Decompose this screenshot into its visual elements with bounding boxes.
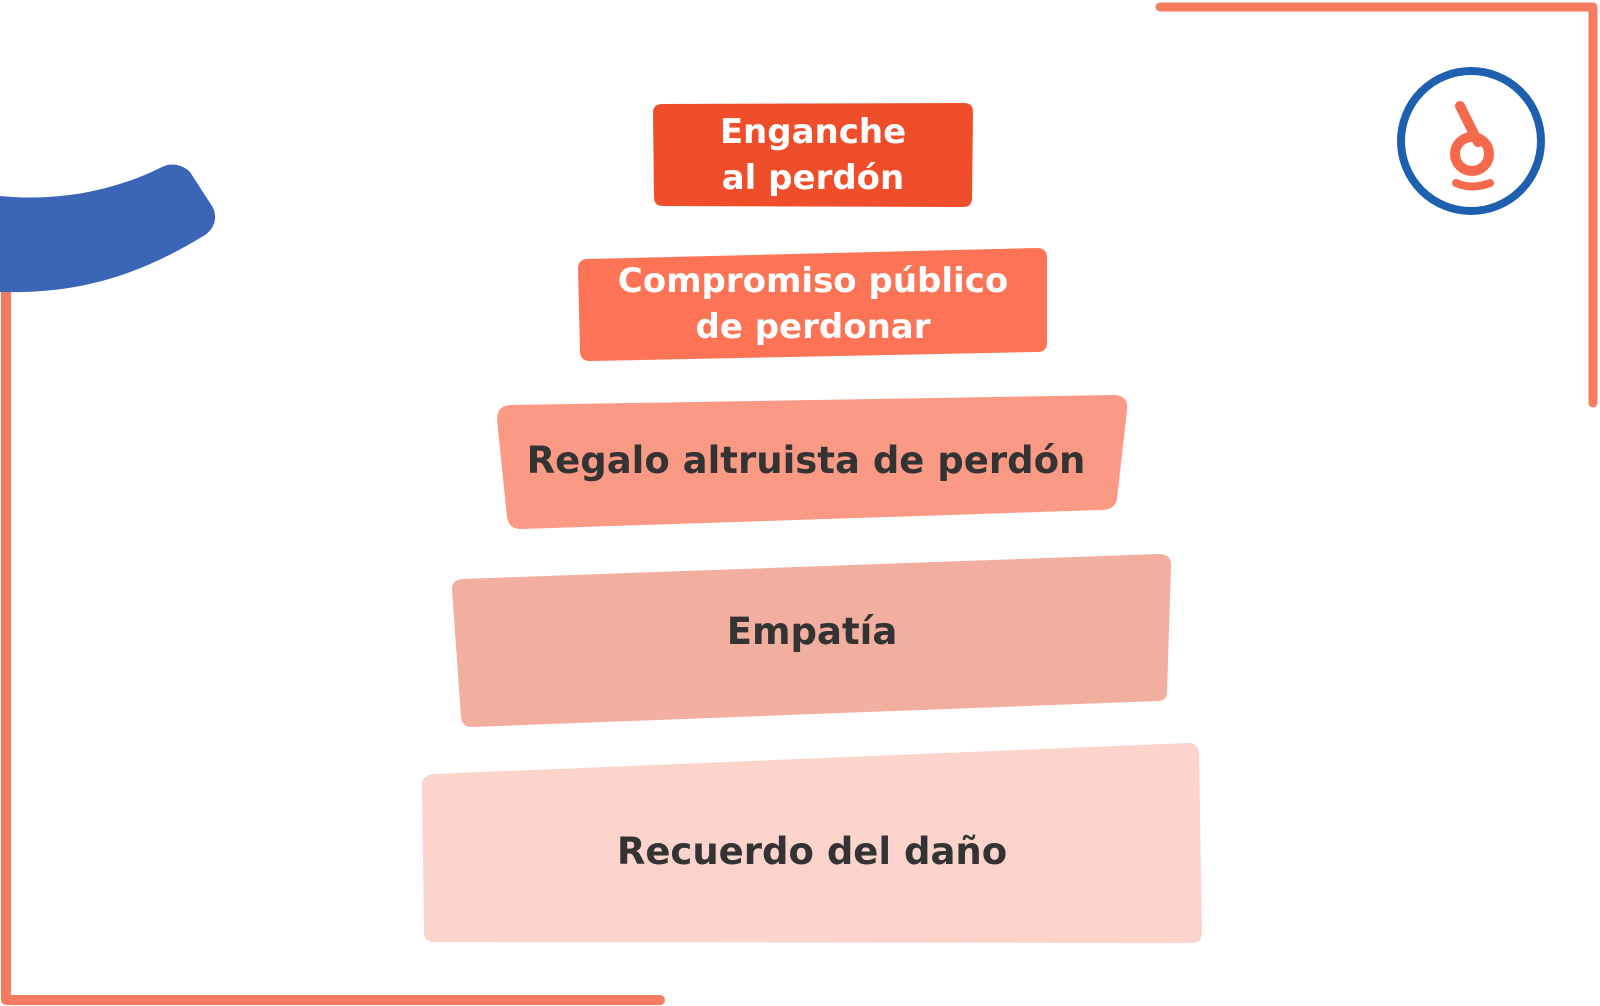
level-4-fill	[452, 554, 1172, 727]
pyramid-level-4-label: Empatía	[726, 610, 898, 654]
frame-line-bottom-left	[1, 283, 665, 1005]
pyramid-level-1-shape	[653, 103, 973, 207]
blue-swoosh-shape	[0, 164, 216, 293]
pyramid-level-3-shape	[497, 395, 1128, 529]
pyramid-level-2: Compromiso público de perdonar	[578, 246, 1048, 362]
pyramid-level-3-label: Regalo altruista de perdón	[526, 438, 1086, 482]
level-3-fill	[497, 395, 1128, 529]
level-5-fill	[422, 743, 1202, 943]
pyramid-level-4-shape	[452, 554, 1172, 727]
pyramid-level-1-label: Enganche al perdón	[719, 111, 907, 198]
brand-logo-icon	[1397, 67, 1545, 215]
pyramid-level-3: Regalo altruista de perdón	[497, 392, 1129, 530]
pyramid-level-5-label: Recuerdo del daño	[616, 829, 1008, 873]
pyramid-level-5: Recuerdo del daño	[422, 742, 1202, 944]
pyramid-level-4: Empatía	[452, 553, 1172, 728]
pyramid-level-2-label: Compromiso público de perdonar	[617, 260, 1009, 347]
pyramid-level-5-shape	[422, 743, 1202, 943]
pyramid-level-2-shape	[578, 248, 1047, 361]
level-1-fill	[653, 103, 973, 207]
frame-line-top-right	[1155, 2, 1598, 408]
level-2-fill	[578, 248, 1047, 361]
pyramid-level-1: Enganche al perdón	[652, 102, 974, 208]
